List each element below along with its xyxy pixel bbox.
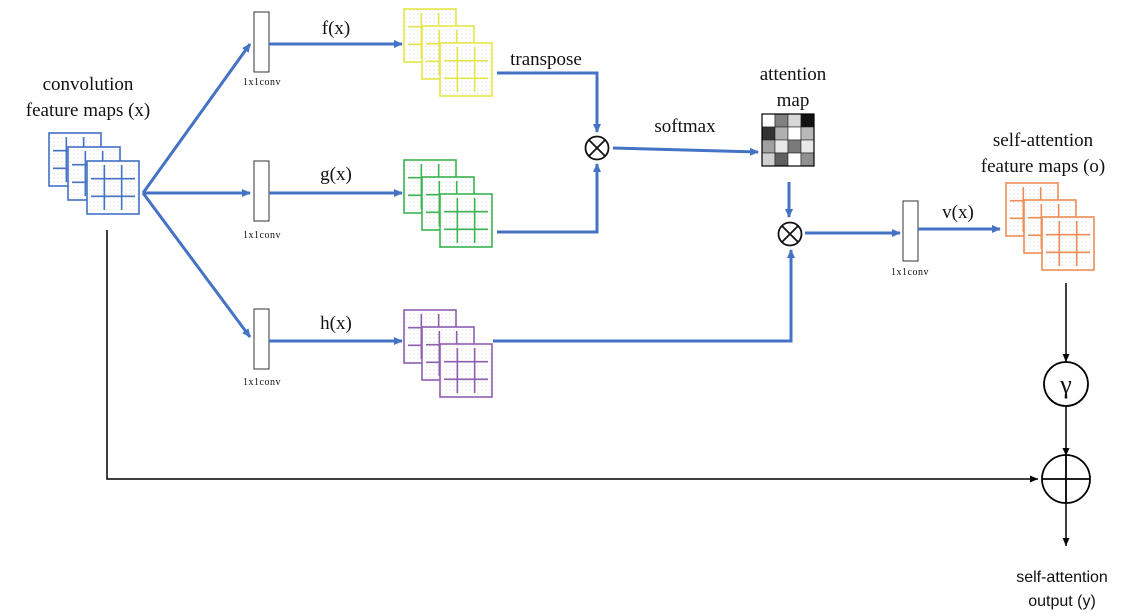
h-feature-maps [403,309,493,398]
conv-label-h: 1x1conv [243,377,281,388]
attention-cell [774,126,789,141]
feature-map-sheet [439,193,493,248]
arrow-to-conv-h [141,192,252,338]
g-feature-maps [403,159,493,248]
add-node [1041,454,1091,504]
attention-cell [787,126,802,141]
gamma-node: γ [1043,361,1089,407]
conv-label-g: 1x1conv [243,230,281,241]
conv-label-f: 1x1conv [243,77,281,88]
attention-cell [761,113,776,128]
conv-label-v: 1x1conv [891,267,929,278]
matmul-node-2 [777,221,803,247]
arrow-softmax [612,146,759,156]
output-title-line2: output (y) [1028,593,1096,610]
attention-cell [761,152,776,167]
attention-title-line1: attention [760,64,827,85]
attention-cell [774,113,789,128]
feature-map-sheet [439,42,493,97]
transpose-label: transpose [510,49,582,70]
gamma-symbol: γ [1059,370,1072,399]
attention-map-grid [761,113,815,167]
arrow-to-conv-f [141,43,252,194]
softmax-label: softmax [654,116,716,137]
attention-cell [774,152,789,167]
attention-cell [787,152,802,167]
attention-cell [761,139,776,154]
o-title-line1: self-attention [993,130,1094,151]
attention-map-border [761,113,815,167]
conv-box-h [253,308,270,370]
input-title-line2: feature maps (x) [26,100,151,121]
h-label: h(x) [320,313,352,334]
output-title-line1: self-attention [1016,569,1108,586]
attention-cell [800,152,815,167]
o-feature-maps [1005,182,1095,271]
matmul-node-1 [584,135,610,161]
attention-cell [787,139,802,154]
input-title-line1: convolution [43,74,134,95]
arrow-transpose [497,71,601,133]
attention-cell [787,113,802,128]
residual-skip-line [106,230,1038,483]
arrow-g-to-mult [497,163,601,234]
input-feature-maps [48,132,140,215]
f-label: f(x) [322,18,350,39]
v-label: v(x) [942,202,974,223]
arrow-h-to-mult [493,249,795,343]
attention-cell [774,139,789,154]
conv-box-v [902,200,919,262]
g-label: g(x) [320,164,352,185]
attention-title-line2: map [777,90,810,111]
attention-cell [800,113,815,128]
feature-map-sheet [86,160,140,215]
attention-cell [800,139,815,154]
feature-map-sheet [439,343,493,398]
feature-map-sheet [1041,216,1095,271]
conv-box-g [253,160,270,222]
attention-cell [761,126,776,141]
conv-box-f [253,11,270,73]
o-title-line2: feature maps (o) [981,156,1106,177]
attention-cell [800,126,815,141]
f-feature-maps [403,8,493,97]
